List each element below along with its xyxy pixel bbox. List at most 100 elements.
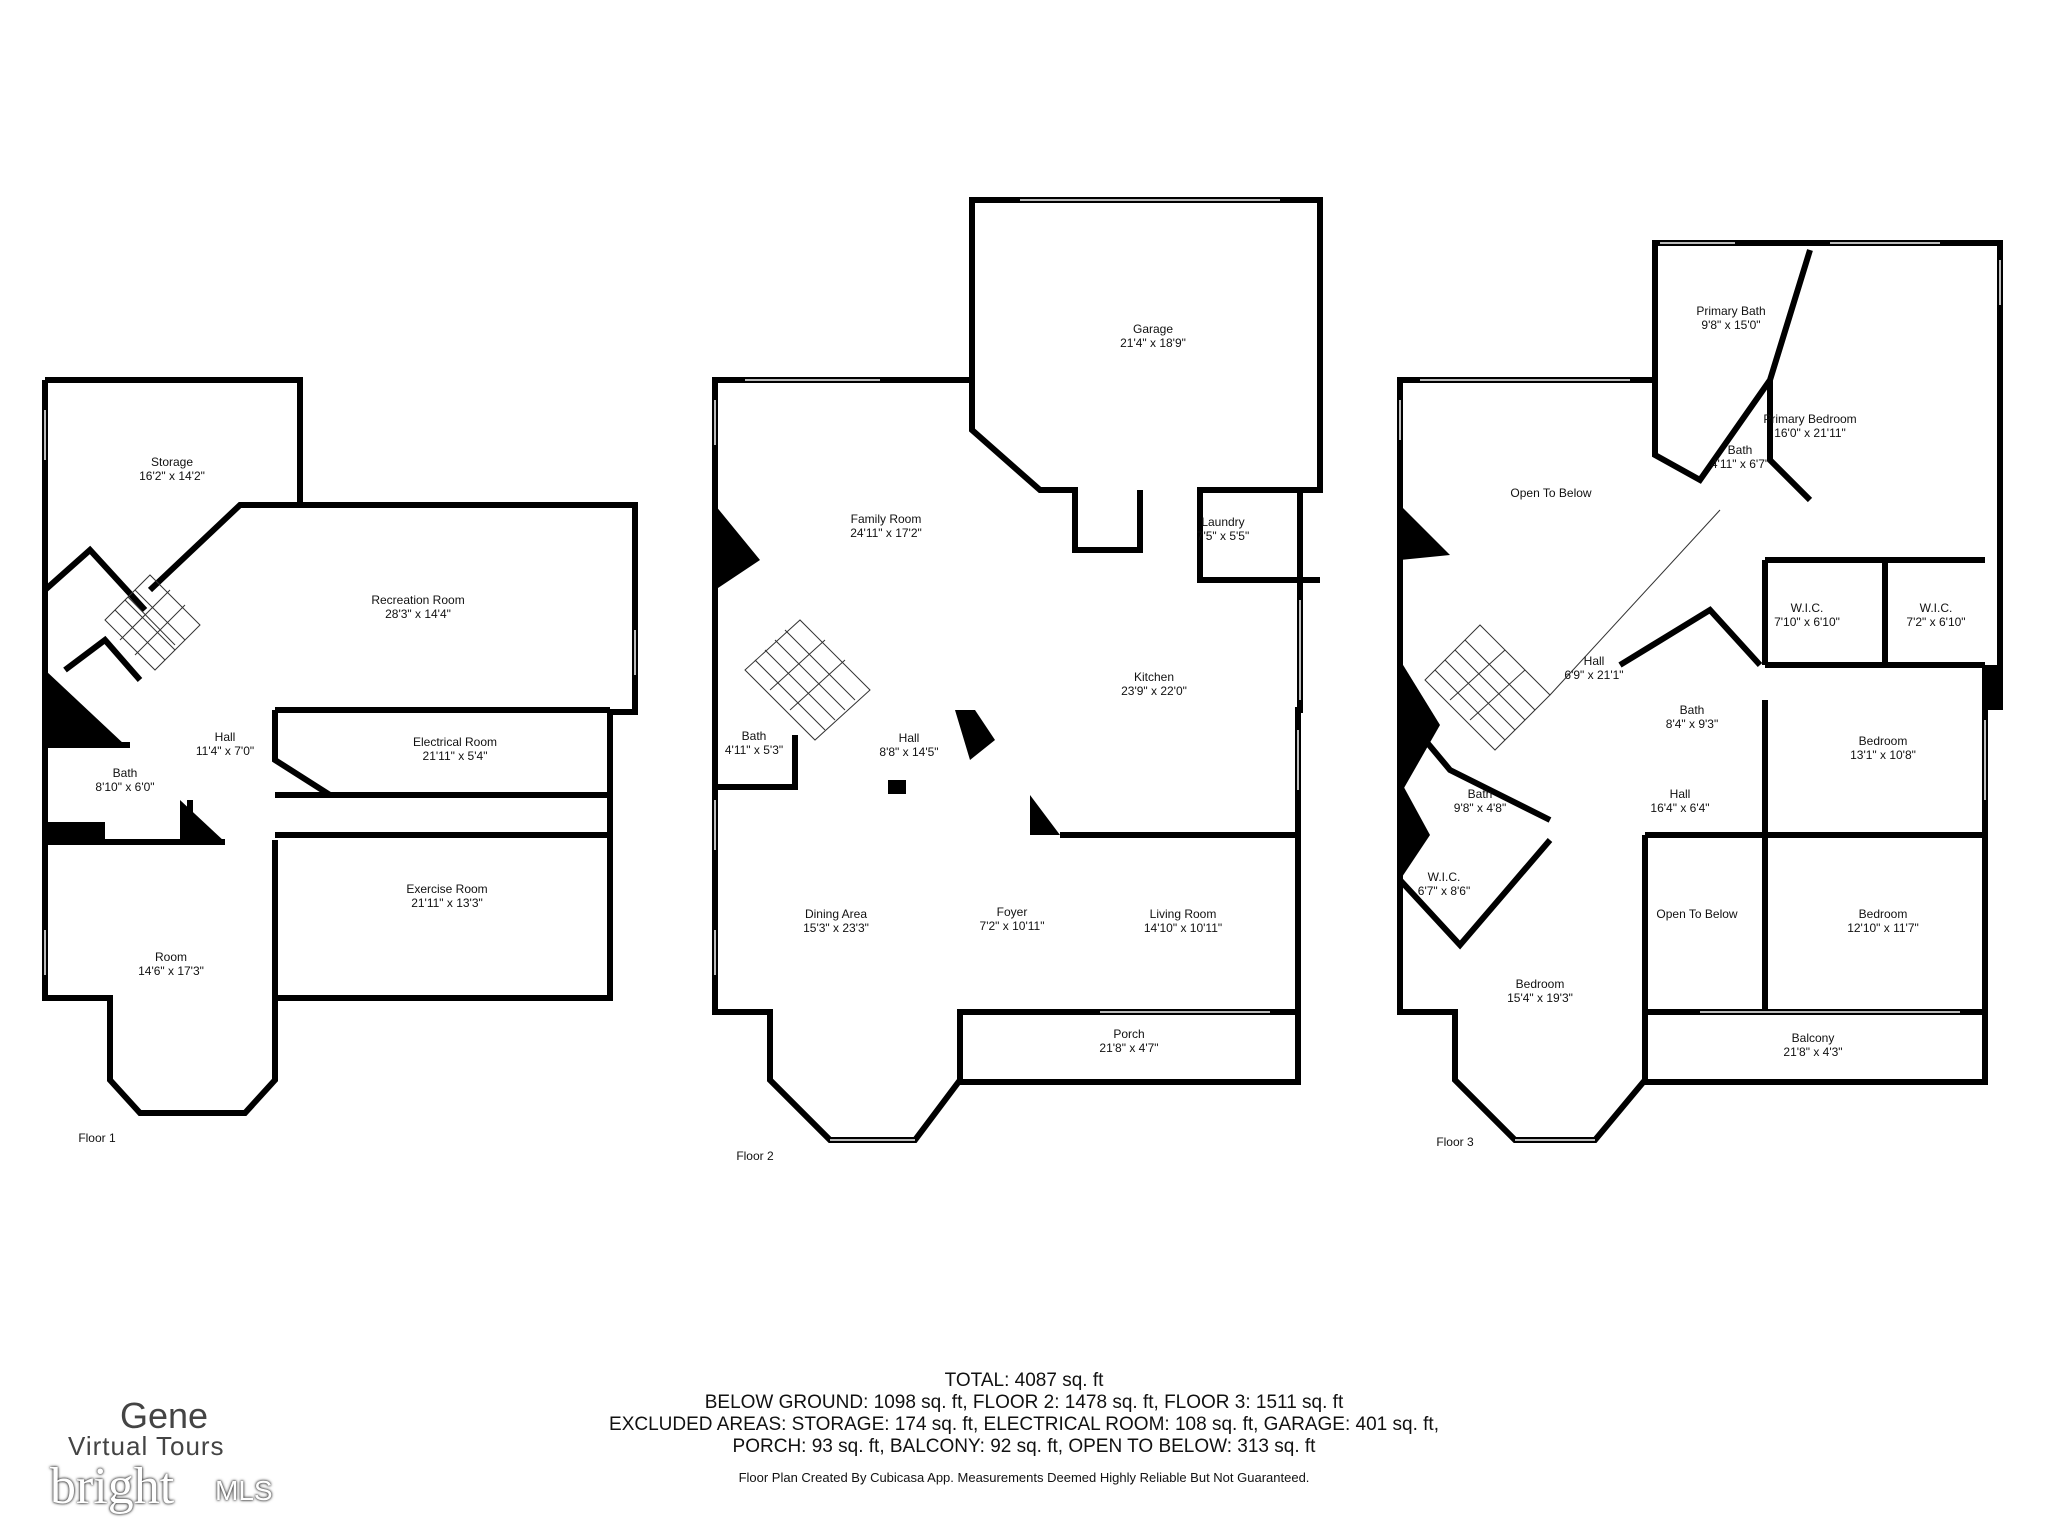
room-dimensions-label: 16'2" x 14'2" [139, 469, 205, 483]
room-dimensions-label: 24'11" x 17'2" [850, 526, 922, 540]
room-dimensions-label: 16'4" x 6'4" [1650, 801, 1709, 815]
floor-1-walls [42, 377, 638, 1116]
floor-2-black-block-3 [888, 780, 906, 794]
room-name-label: Primary Bath [1696, 304, 1765, 318]
room-name-label: Hall [899, 731, 920, 745]
room-name-label: Hall [1670, 787, 1691, 801]
room-name-label: Recreation Room [371, 593, 464, 607]
room-name-label: Bath [1728, 443, 1753, 457]
floor-3-windows [1399, 242, 2001, 1141]
floor-2-stairs [744, 619, 871, 741]
room-name-label: Bath [113, 766, 138, 780]
room-name-label: Balcony [1792, 1031, 1835, 1045]
room-name-label: Hall [1584, 654, 1605, 668]
room-name-label: Exercise Room [406, 882, 487, 896]
room-dimensions-label: 21'8" x 4'3" [1783, 1045, 1842, 1059]
floor-1-stairs [104, 574, 201, 671]
floor-3-black-fill-3 [1400, 780, 1430, 880]
room-name-label: Porch [1113, 1027, 1144, 1041]
floor-1-windows [44, 410, 636, 975]
room-name-label: Bath [1468, 787, 1493, 801]
excluded-areas: EXCLUDED AREAS: STORAGE: 174 sq. ft, ELE… [609, 1414, 1439, 1435]
floor-2-plan [712, 197, 1323, 1143]
floor-2-windows [714, 199, 1301, 1141]
room-name-label: Electrical Room [413, 735, 497, 749]
floor-1-black-fill-2 [180, 800, 225, 842]
floor-3-label: Floor 3 [1436, 1135, 1474, 1149]
room-dimensions-label: 9'8" x 15'0" [1701, 318, 1760, 332]
floor-1-label: Floor 1 [78, 1131, 116, 1145]
room-dimensions-label: 8'4" x 9'3" [1666, 717, 1718, 731]
room-name-label: Bedroom [1859, 907, 1908, 921]
gene-virtual-tours-logo: Gene Virtual Tours bright MLS [50, 1395, 300, 1525]
floor-2-black-fill [715, 505, 760, 590]
room-dimensions-label: 23'9" x 22'0" [1121, 684, 1187, 698]
room-name-label: Foyer [997, 905, 1028, 919]
room-dimensions-label: 4'11" x 6'7" [1711, 457, 1769, 471]
room-name-label: Hall [215, 730, 236, 744]
floor-2-label: Floor 2 [736, 1149, 774, 1163]
room-dimensions-label: 12'10" x 11'7" [1847, 921, 1919, 935]
room-dimensions-label: 7'10" x 6'10" [1774, 615, 1840, 629]
room-dimensions-label: 16'0" x 21'11" [1774, 426, 1846, 440]
room-name-label: Garage [1133, 322, 1173, 336]
room-dimensions-label: 6'9" x 21'1" [1564, 668, 1623, 682]
logo-mls-text: MLS [215, 1475, 273, 1506]
room-dimensions-label: 14'6" x 17'3" [138, 964, 204, 978]
room-name-label: W.I.C. [1428, 870, 1461, 884]
room-dimensions-label: 15'4" x 19'3" [1507, 991, 1573, 1005]
room-name-label: Dining Area [805, 907, 867, 921]
logo-bright-text: bright [50, 1458, 175, 1515]
area-summary: TOTAL: 4087 sq. ft BELOW GROUND: 1098 sq… [0, 1370, 2048, 1485]
room-name-label: Bath [742, 729, 767, 743]
room-name-label: Bath [1680, 703, 1705, 717]
room-dimensions-label: 7'2" x 6'10" [1906, 615, 1965, 629]
room-name-label: Family Room [851, 512, 922, 526]
floor-3-black-fill-2 [1400, 660, 1440, 795]
floor-3-stairs [1424, 509, 1721, 751]
room-name-label: W.I.C. [1791, 601, 1824, 615]
room-dimensions-label: 8'10" x 6'0" [95, 780, 154, 794]
room-name-label: Bedroom [1859, 734, 1908, 748]
room-dimensions-label: 6'7" x 8'6" [1418, 884, 1470, 898]
room-dimensions-label: 7'2" x 10'11" [980, 919, 1045, 933]
room-name-label: Storage [151, 455, 193, 469]
room-name-label: Room [155, 950, 187, 964]
room-dimensions-label: 21'8" x 4'7" [1099, 1041, 1158, 1055]
room-name-label: Open To Below [1656, 907, 1737, 921]
room-dimensions-label: 15'3" x 23'3" [803, 921, 869, 935]
floor-1-black-block [45, 822, 105, 842]
room-dimensions-label: 21'11" x 13'3" [411, 896, 483, 910]
room-dimensions-label: 8'8" x 14'5" [879, 745, 938, 759]
excluded-areas-continued: PORCH: 93 sq. ft, BALCONY: 92 sq. ft, OP… [732, 1436, 1316, 1457]
logo-virtual-tours-text: Virtual Tours [68, 1431, 225, 1461]
floor-3-black-block [1985, 665, 2003, 710]
room-name-label: W.I.C. [1920, 601, 1953, 615]
floor-3-plan [1397, 240, 2003, 1143]
room-dimensions-label: 4'11" x 5'3" [725, 743, 783, 757]
room-dimensions-label: 21'4" x 18'9" [1120, 336, 1186, 350]
total-area: TOTAL: 4087 sq. ft [944, 1370, 1104, 1391]
disclaimer: Floor Plan Created By Cubicasa App. Meas… [738, 1470, 1310, 1485]
room-dimensions-label: 14'10" x 10'11" [1144, 921, 1222, 935]
room-dimensions-label: 13'1" x 10'8" [1850, 748, 1916, 762]
room-dimensions-label: 9'8" x 4'8" [1454, 801, 1506, 815]
floor-2-black-block-2 [1030, 795, 1060, 835]
floor-areas: BELOW GROUND: 1098 sq. ft, FLOOR 2: 1478… [704, 1392, 1344, 1413]
floor-1-black-fill [45, 670, 125, 745]
room-name-label: Living Room [1150, 907, 1217, 921]
room-dimensions-label: 21'11" x 5'4" [423, 749, 488, 763]
logo-gene-text: Gene [120, 1395, 209, 1436]
room-name-label: Primary Bedroom [1763, 412, 1856, 426]
room-name-label: Laundry [1201, 515, 1244, 529]
room-name-label: Kitchen [1134, 670, 1174, 684]
room-dimensions-label: 7'5" x 5'5" [1197, 529, 1249, 543]
room-dimensions-label: 28'3" x 14'4" [385, 607, 451, 621]
room-name-label: Bedroom [1516, 977, 1565, 991]
room-name-label: Open To Below [1510, 486, 1591, 500]
floor-3-black-fill-1 [1400, 505, 1450, 560]
room-dimensions-label: 11'4" x 7'0" [196, 744, 254, 758]
floor-2-walls [712, 197, 1323, 1143]
